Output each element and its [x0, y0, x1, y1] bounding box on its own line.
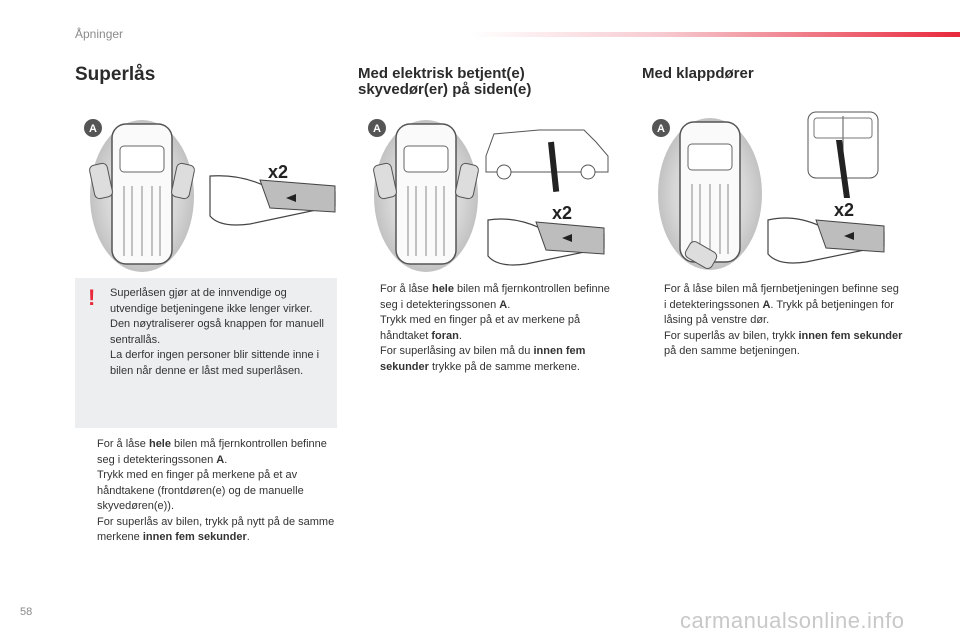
warning-icon: !	[88, 285, 96, 310]
zone-a-marker	[652, 119, 670, 137]
key-fob-icon	[373, 162, 397, 200]
arrow-icon	[844, 232, 854, 240]
key-fob-icon	[171, 162, 195, 200]
list-item: For å låse hele bilen må fjernkontrollen…	[97, 438, 327, 512]
section-header: Åpninger	[75, 27, 124, 41]
header-rule	[470, 32, 960, 37]
list-item: For superlås av bilen, trykk på nytt på …	[97, 515, 335, 544]
pointer-icon	[836, 140, 850, 198]
zone-a-label: A	[373, 123, 381, 135]
zone-a-label: A	[89, 123, 97, 135]
arrow-icon	[562, 234, 572, 242]
klapp-instructions: For å låse bilen må fjernbetjeningen bef…	[642, 282, 904, 360]
key-fob-icon	[455, 162, 479, 200]
list-item: For å låse bilen må fjernbetjeningen bef…	[664, 283, 899, 326]
illustration-elektrisk: A x2	[364, 116, 624, 276]
watermark: carmanualsonline.info	[680, 608, 905, 633]
note-line: La derfor ingen personer blir sittende i…	[110, 349, 320, 377]
heading-superlas: Superlås	[75, 64, 156, 85]
zone-a-marker	[368, 119, 386, 137]
arrow-icon	[286, 194, 296, 202]
zone-a-marker	[84, 119, 102, 137]
door-handle	[259, 179, 336, 213]
illustration-superlas: A x2	[80, 116, 340, 276]
warning-text: Superlåsen gjør at de innvendige og utve…	[110, 286, 330, 379]
key-fob-icon	[89, 162, 113, 200]
list-item: For superlås av bilen, trykk innen fem s…	[664, 329, 903, 358]
elektrisk-instructions: For å låse hele bilen må fjernkontrollen…	[358, 282, 620, 375]
list-item: For superlåsing av bilen må du innen fem…	[380, 345, 586, 373]
heading-klappdorer: Med klappdører	[642, 65, 754, 82]
press-twice-label: x2	[552, 203, 572, 223]
list-item: For å låse hele bilen må fjernkontrollen…	[380, 283, 610, 342]
press-twice-label: x2	[834, 200, 854, 220]
key-fob-icon	[684, 241, 718, 269]
superlas-instructions: For å låse hele bilen må fjernkontrollen…	[75, 437, 337, 546]
warning-note: ! Superlåsen gjør at de innvendige og ut…	[75, 278, 337, 428]
note-line: Den nøytraliserer også knappen for manue…	[110, 318, 325, 346]
press-twice-label: x2	[268, 162, 288, 182]
zone-a-label: A	[657, 123, 665, 135]
van-side-view	[485, 129, 609, 173]
illustration-klappdorer: A x2	[648, 108, 908, 276]
page-number: 58	[20, 606, 33, 618]
heading-elektrisk: Med elektrisk betjent(e) skyvedør(er) på…	[358, 65, 532, 98]
pointer-icon	[548, 141, 560, 193]
note-line: Superlåsen gjør at de innvendige og utve…	[110, 287, 313, 315]
